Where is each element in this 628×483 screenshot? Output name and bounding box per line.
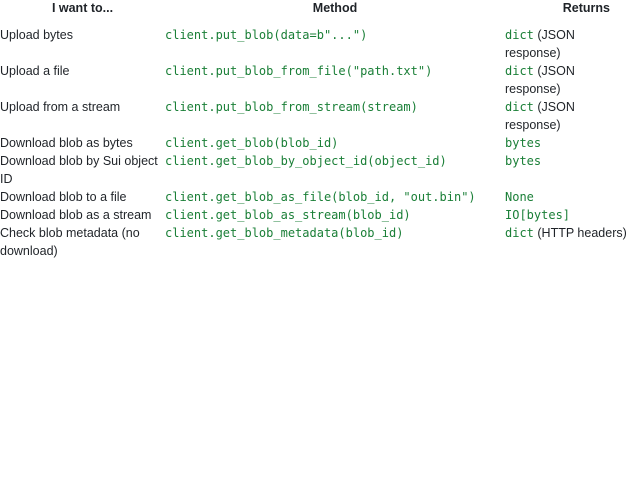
- return-type: bytes: [505, 136, 542, 150]
- cell-want: Check blob metadata (no download): [0, 226, 140, 258]
- cell-want: Upload a file: [0, 64, 70, 78]
- cell-returns: dict(JSON response): [505, 26, 628, 62]
- cell-want: Download blob as bytes: [0, 136, 133, 150]
- return-type: dict: [505, 226, 534, 240]
- table-row: Download blob to a file client.get_blob_a…: [0, 188, 628, 206]
- table-row: Download blob as a stream client.get_blob…: [0, 206, 628, 224]
- table-row: Check blob metadata (no download) client.…: [0, 224, 628, 260]
- return-type: IO[bytes]: [505, 208, 571, 222]
- column-header-method: Method: [312, 1, 358, 15]
- table-row: Download blob as bytes client.get_blob(bl…: [0, 134, 628, 152]
- cell-returns: dict(JSON response): [505, 62, 628, 98]
- column-header-returns: Returns: [562, 1, 610, 15]
- return-note: (JSON response): [505, 64, 575, 96]
- cell-want: Upload from a stream: [0, 100, 121, 114]
- cell-want: Download blob as a stream: [0, 208, 152, 222]
- return-type: dict: [505, 64, 534, 78]
- cell-returns: dict(HTTP headers): [505, 224, 628, 260]
- cell-method-code: client.put_blob_from_file("path.txt"): [165, 64, 433, 78]
- table-header: I want to... Method Returns: [0, 0, 628, 26]
- cell-returns: None: [505, 188, 628, 206]
- cell-want: Download blob to a file: [0, 190, 127, 204]
- cell-returns: IO[bytes]: [505, 206, 628, 224]
- cell-method-code: client.get_blob_metadata(blob_id): [165, 226, 404, 240]
- table-row: Upload from a stream client.put_blob_from…: [0, 98, 628, 134]
- return-note: (JSON response): [505, 28, 575, 60]
- cell-method-code: client.get_blob_as_stream(blob_id): [165, 208, 411, 222]
- table-body: Upload bytes client.put_blob(data=b"...")…: [0, 26, 628, 260]
- cell-want: Upload bytes: [0, 28, 73, 42]
- column-header-want: I want to...: [51, 1, 114, 15]
- cell-method-code: client.put_blob(data=b"..."): [165, 28, 368, 42]
- cell-method-code: client.get_blob_by_object_id(object_id): [165, 154, 447, 168]
- cell-method-code: client.put_blob_from_stream(stream): [165, 100, 418, 114]
- cell-returns: dict(JSON response): [505, 98, 628, 134]
- return-type: dict: [505, 100, 534, 114]
- cell-returns: bytes: [505, 152, 628, 188]
- table-row: Upload bytes client.put_blob(data=b"...")…: [0, 26, 628, 62]
- cell-want: Download blob by Sui object ID: [0, 154, 158, 186]
- return-note: (JSON response): [505, 100, 575, 132]
- table-row: Download blob by Sui object ID client.get…: [0, 152, 628, 188]
- cell-method-code: client.get_blob(blob_id): [165, 136, 339, 150]
- return-type: None: [505, 190, 534, 204]
- return-note: (HTTP headers): [537, 226, 627, 240]
- cell-returns: bytes: [505, 134, 628, 152]
- table-row: Upload a file client.put_blob_from_file("…: [0, 62, 628, 98]
- return-type: bytes: [505, 154, 542, 168]
- api-reference-table: I want to... Method Returns Upload bytes…: [0, 0, 628, 260]
- return-type: dict: [505, 28, 534, 42]
- cell-method-code: client.get_blob_as_file(blob_id, "out.bi…: [165, 190, 476, 204]
- table-header-row: I want to... Method Returns: [0, 0, 628, 26]
